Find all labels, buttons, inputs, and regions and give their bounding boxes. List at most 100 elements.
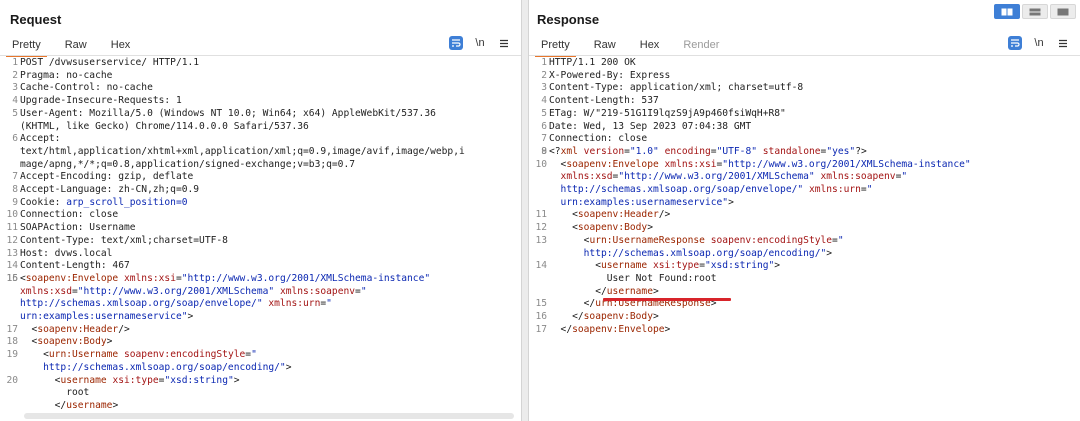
- single-pane-icon[interactable]: [1050, 4, 1076, 19]
- code-line: http://schemas.xmlsoap.org/soap/envelope…: [529, 184, 1080, 197]
- code-token: =: [245, 349, 252, 361]
- line-code: http://schemas.xmlsoap.org/soap/encoding…: [549, 248, 832, 259]
- code-token: X-Powered-By: Express: [549, 69, 671, 81]
- code-token: soapenv:Envelope: [566, 158, 659, 170]
- view-layout-toggle: [994, 4, 1076, 19]
- line-code: http://schemas.xmlsoap.org/soap/encoding…: [20, 362, 291, 373]
- code-line: 17 </soapenv:Envelope>: [529, 324, 1080, 337]
- code-line: 11 <soapenv:Header/>: [529, 209, 1080, 222]
- code-line: 10 <soapenv:Envelope xmlns:xsi="http://w…: [529, 159, 1080, 172]
- code-token: text/html,application/xhtml+xml,applicat…: [20, 145, 465, 157]
- line-code: User Not Found:root: [549, 273, 717, 284]
- code-token: =: [158, 374, 165, 386]
- code-line: http://schemas.xmlsoap.org/soap/envelope…: [0, 298, 521, 311]
- line-number: 11: [535, 209, 547, 221]
- line-number: 7: [541, 133, 547, 145]
- menu-icon[interactable]: [1056, 36, 1070, 50]
- code-token: Accept-Encoding: gzip, deflate: [20, 171, 194, 183]
- tab-raw[interactable]: Raw: [593, 39, 616, 51]
- line-code: <soapenv:Envelope xmlns:xsi="http://www.…: [20, 273, 430, 284]
- wrap-icon[interactable]: [1008, 36, 1022, 50]
- code-token: SOAPAction: Username: [20, 222, 136, 234]
- pane-divider[interactable]: [521, 0, 529, 421]
- line-number: 17: [6, 323, 18, 335]
- code-token: xmlns:xsi: [123, 272, 176, 284]
- line-number: 2: [12, 69, 18, 81]
- line-code: urn:examples:usernameservice">: [549, 197, 734, 208]
- line-code: Date: Wed, 13 Sep 2023 07:04:38 GMT: [549, 121, 751, 132]
- code-line: 9<?xml version="1.0" encoding="UTF-8" st…: [529, 146, 1080, 159]
- response-toolbar: \n: [1008, 36, 1070, 50]
- line-code: SOAPAction: Username: [20, 222, 136, 233]
- code-token: xmlns:xsi: [664, 158, 717, 170]
- split-vertical-icon[interactable]: [1022, 4, 1048, 19]
- tab-hex[interactable]: Hex: [639, 39, 660, 51]
- code-token: POST /dvwsuserservice/ HTTP/1.1: [20, 57, 200, 68]
- code-token: urn:examples:usernameservice": [20, 311, 188, 323]
- code-token: username: [66, 399, 113, 411]
- tab-separator: [529, 55, 1080, 56]
- request-horizontal-scrollbar[interactable]: [24, 413, 514, 419]
- code-line: mage/apng,*/*;q=0.8,application/signed-e…: [0, 159, 521, 172]
- tab-raw[interactable]: Raw: [64, 39, 87, 51]
- code-token: =: [820, 145, 827, 157]
- tab-hex[interactable]: Hex: [110, 39, 131, 51]
- code-token: "xsd:string": [164, 374, 234, 386]
- code-token: "UTF-8": [716, 145, 757, 157]
- line-code: Accept-Encoding: gzip, deflate: [20, 171, 193, 182]
- code-token: ": [837, 234, 844, 246]
- code-token: >: [233, 374, 240, 386]
- code-token: Connection: close: [549, 133, 648, 145]
- tab-render[interactable]: Render: [683, 39, 720, 51]
- line-code: Content-Type: text/xml;charset=UTF-8: [20, 235, 228, 246]
- wrap-icon[interactable]: [449, 36, 463, 50]
- split-horizontal-icon[interactable]: [994, 4, 1020, 19]
- newline-icon[interactable]: \n: [1034, 37, 1044, 49]
- code-line: urn:examples:usernameservice">: [529, 197, 1080, 210]
- line-code: xmlns:xsd="http://www.w3.org/2001/XMLSch…: [20, 286, 367, 297]
- code-token: >: [285, 361, 292, 373]
- newline-icon[interactable]: \n: [475, 37, 485, 49]
- tab-pretty[interactable]: Pretty: [529, 37, 582, 57]
- line-code: Accept:: [20, 133, 60, 144]
- code-token: =: [716, 158, 723, 170]
- line-code: <username xsi:type="xsd:string">: [549, 260, 780, 271]
- line-code: Connection: close: [549, 133, 647, 144]
- code-token: =: [320, 298, 327, 310]
- code-line: User Not Found:root: [529, 273, 1080, 286]
- code-token: soapenv:Envelope: [25, 272, 119, 284]
- tab-pretty[interactable]: Pretty: [0, 37, 53, 57]
- code-token: =: [832, 234, 838, 246]
- code-token: <: [549, 234, 590, 246]
- code-token: >: [652, 285, 659, 297]
- menu-icon[interactable]: [497, 36, 511, 50]
- code-token: xmlns:soapenv: [820, 171, 896, 183]
- line-number: 3: [12, 82, 18, 94]
- code-token: User-Agent: Mozilla/5.0 (Windows NT 10.0…: [20, 107, 436, 119]
- code-token: ": [901, 171, 908, 183]
- code-token: ": [866, 184, 873, 196]
- code-token: >: [187, 311, 194, 323]
- code-line: text/html,application/xhtml+xml,applicat…: [0, 146, 521, 159]
- code-token: <: [549, 260, 601, 272]
- line-number: 16: [535, 311, 547, 323]
- code-token: <: [20, 323, 38, 335]
- line-number: 15: [535, 298, 547, 310]
- code-token: mage/apng,*/*;q=0.8,application/signed-e…: [20, 158, 356, 170]
- code-line: 16<soapenv:Envelope xmlns:xsi="http://ww…: [0, 273, 521, 286]
- code-token: (KHTML, like Gecko) Chrome/114.0.0.0 Saf…: [20, 120, 309, 132]
- code-token: http://schemas.xmlsoap.org/soap/envelope…: [20, 298, 263, 310]
